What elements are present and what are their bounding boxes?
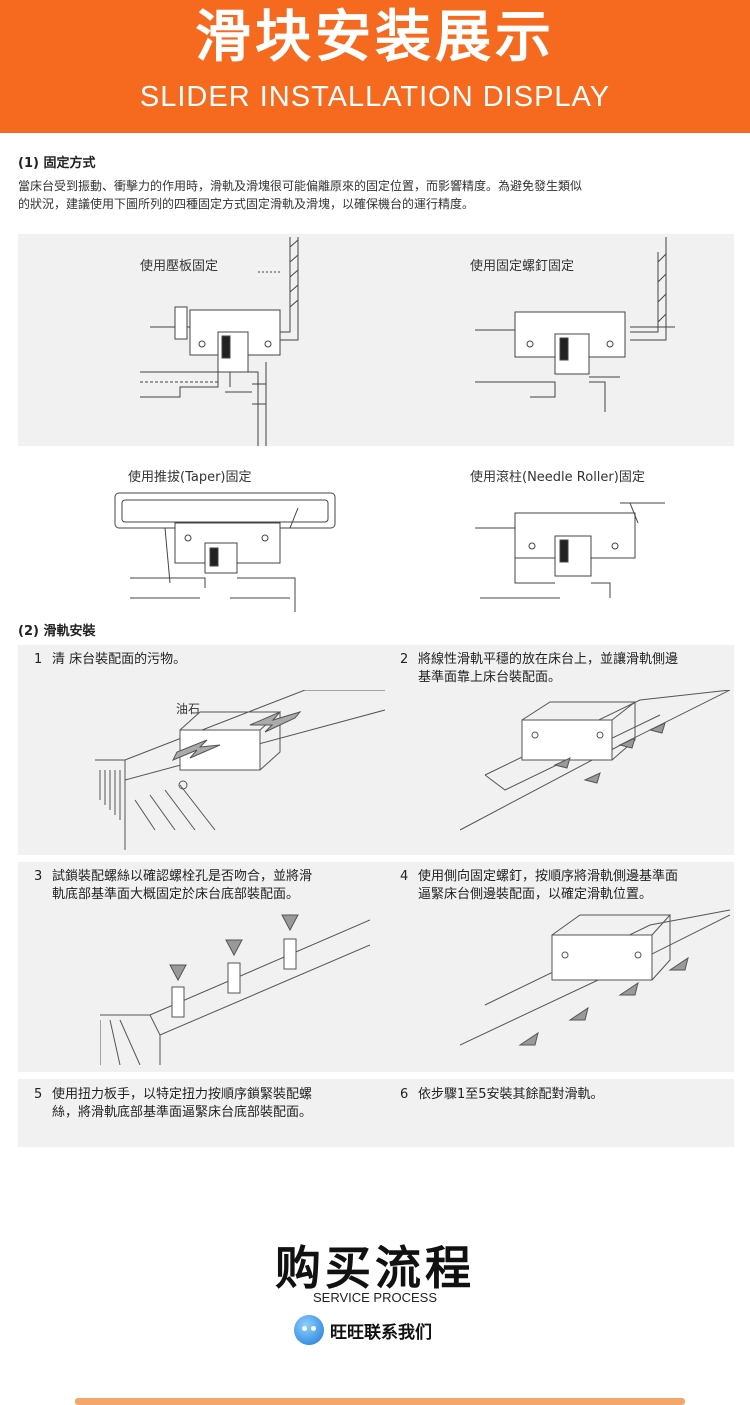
section1-heading: (1) 固定方式	[18, 156, 96, 171]
step-2-text-line1: 將線性滑軌平穩的放在床台上，並讓滑軌側邊	[418, 652, 679, 667]
service-subtitle: SERVICE PROCESS	[312, 1290, 438, 1305]
step-1-number: 1	[34, 652, 43, 667]
step-2-text-line2: 基準面靠上床台裝配面。	[418, 670, 562, 685]
step-4-number: 4	[400, 869, 409, 884]
step-5: 5 使用扭力板手，以特定扭力按順序鎖緊裝配螺 絲，將滑軌底部基準面逼緊床台底部裝…	[34, 1086, 379, 1126]
step-3-text-line2: 軌底部基準面大概固定於床台底部裝配面。	[52, 887, 300, 902]
section2-heading: (2) 滑軌安裝	[18, 624, 96, 639]
diagram-label-roller: 使用滾柱(Needle Roller)固定	[470, 470, 645, 485]
diagram-label-taper: 使用推拔(Taper)固定	[128, 470, 252, 485]
step-4: 4 使用側向固定螺釘，按順序將滑軌側邊基準面 逼緊床台側邊裝配面，以確定滑軌位置…	[400, 868, 740, 908]
header-banner: 滑块安装展示 SLIDER INSTALLATION DISPLAY	[0, 0, 750, 133]
step-3-text-line1: 試鎖裝配螺絲以確認螺栓孔是否吻合，並將滑	[52, 869, 313, 884]
banner-subtitle: SLIDER INSTALLATION DISPLAY	[139, 81, 611, 113]
step-panel-3	[18, 1079, 734, 1147]
step-4-text-line2: 逼緊床台側邊裝配面，以確定滑軌位置。	[418, 887, 653, 902]
wangwang-icon	[294, 1315, 324, 1345]
step-6-number: 6	[400, 1087, 409, 1102]
diagram-label-screw: 使用固定螺釘固定	[470, 259, 575, 274]
bottom-accent-bar	[75, 1398, 685, 1405]
step-5-text-line2: 絲，將滑軌底部基準面逼緊床台底部裝配面。	[52, 1105, 313, 1120]
diagram-label-clamp: 使用壓板固定	[140, 259, 219, 274]
roller-fixing-diagram	[475, 502, 665, 599]
section1-para-line2: 的狀況，建議使用下圖所列的四種固定方式固定滑軌及滑塊，以確保機台的運行精度。	[18, 197, 475, 211]
step-5-number: 5	[34, 1087, 43, 1102]
step-4-illustration	[460, 909, 730, 1046]
step-1: 1 清 床台裝配面的污物。	[34, 651, 364, 691]
step-6-text: 依步驟1至5安裝其餘配對滑軌。	[418, 1087, 604, 1102]
step-4-text-line1: 使用側向固定螺釘，按順序將滑軌側邊基準面	[418, 869, 679, 884]
taper-fixing-diagram	[114, 492, 336, 612]
step-panel-1	[18, 645, 734, 855]
step-1-illustration	[95, 690, 385, 850]
step-5-text-line1: 使用扭力板手，以特定扭力按順序鎖緊裝配螺	[52, 1087, 313, 1102]
screw-fixing-diagram	[475, 237, 675, 412]
step-1-text: 清 床台裝配面的污物。	[52, 652, 187, 667]
section1-para-line1: 當床台受到振動、衝擊力的作用時，滑軌及滑塊很可能偏離原來的固定位置，而影響精度。…	[18, 179, 583, 193]
step-2-number: 2	[400, 652, 409, 667]
step-3-number: 3	[34, 869, 43, 884]
banner-title: 滑块安装展示	[195, 5, 555, 70]
step-3-illustration	[100, 914, 370, 1065]
clamp-fixing-diagram	[140, 237, 299, 446]
oilstone-label: 油石	[176, 702, 201, 716]
step-6: 6 依步驟1至5安裝其餘配對滑軌。	[400, 1086, 730, 1106]
service-title: 购买流程	[275, 1241, 475, 1295]
step-2-illustration	[460, 690, 730, 831]
step-3: 3 試鎖裝配螺絲以確認螺栓孔是否吻合，並將滑 軌底部基準面大概固定於床台底部裝配…	[34, 868, 374, 908]
step-2: 2 將線性滑軌平穩的放在床台上，並讓滑軌側邊 基準面靠上床台裝配面。	[400, 651, 730, 691]
wangwang-contact-label: 旺旺联系我们	[330, 1322, 432, 1343]
wangwang-contact-button[interactable]: 旺旺联系我们	[294, 1314, 432, 1346]
